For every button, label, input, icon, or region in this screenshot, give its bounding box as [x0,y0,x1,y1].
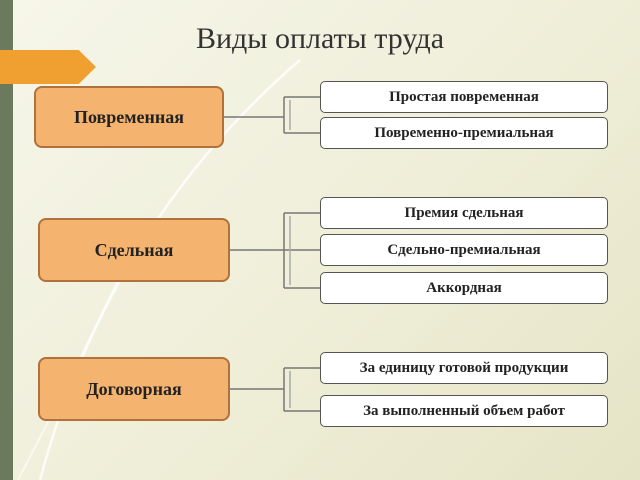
category-box-dogovornaya: Договорная [38,357,230,421]
subtype-label: Повременно-премиальная [374,124,554,141]
subtype-box: Простая повременная [320,81,608,113]
subtype-label: Аккордная [426,279,502,296]
category-label: Сдельная [94,239,174,260]
subtype-label: Сдельно-премиальная [387,241,541,258]
subtype-label: Простая повременная [389,88,539,105]
subtype-label: Премия сдельная [404,204,524,221]
accent-arrow-tab [0,50,96,84]
category-box-povremennaya: Повременная [34,86,224,148]
subtype-box: Премия сдельная [320,197,608,229]
left-accent-bar [0,0,13,480]
subtype-label: За единицу готовой продукции [359,359,569,376]
page-title: Виды оплаты труда [195,22,445,55]
category-label: Договорная [86,378,182,399]
category-label: Повременная [73,106,184,127]
subtype-box: Аккордная [320,272,608,304]
subtype-box: Сдельно-премиальная [320,234,608,266]
subtype-label: За выполненный объем работ [363,402,565,419]
subtype-box: Повременно-премиальная [320,117,608,149]
category-box-sdelnaya: Сдельная [38,218,230,282]
subtype-box: За выполненный объем работ [320,395,608,427]
subtype-box: За единицу готовой продукции [320,352,608,384]
